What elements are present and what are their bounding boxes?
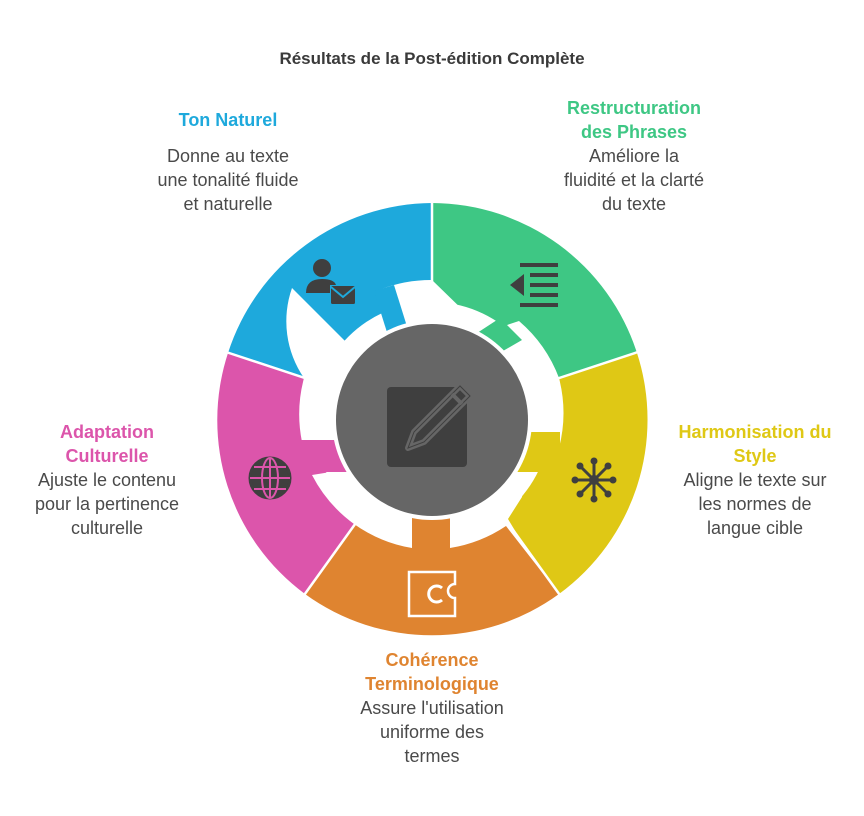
- segment-harmonisation: [508, 353, 648, 594]
- label-adaptation: Adaptation Culturelle Ajuste le contenu …: [12, 420, 202, 540]
- title-restructuration-2: des Phrases: [580, 122, 688, 142]
- desc-adap-1: Ajuste le contenu: [37, 470, 177, 490]
- puzzle-piece-icon: [407, 570, 457, 618]
- desc-res-3: du texte: [601, 194, 667, 214]
- desc-res-2: fluidité et la clarté: [563, 170, 705, 190]
- title-harmonisation-2: Style: [733, 446, 777, 466]
- label-restructuration: Restructuration des Phrases Améliore la …: [534, 96, 734, 216]
- title-coherence-1: Cohérence: [385, 650, 479, 670]
- title-harmonisation-1: Harmonisation du: [678, 422, 832, 442]
- title-coherence-2: Terminologique: [365, 674, 499, 694]
- desc-coh-3: termes: [404, 746, 460, 766]
- desc-ton-1: Donne au texte: [166, 146, 290, 166]
- user-mail-icon: [306, 259, 356, 304]
- segment-coherence: [305, 516, 559, 636]
- network-hub-icon: [571, 457, 617, 503]
- desc-coh-2: uniforme des: [379, 722, 485, 742]
- indent-lines-icon: [510, 263, 558, 307]
- desc-adap-2: pour la pertinence: [34, 494, 180, 514]
- edit-pencil-icon: [387, 383, 473, 467]
- desc-coh-1: Assure l'utilisation: [360, 698, 504, 718]
- desc-res-1: Améliore la: [588, 146, 680, 166]
- desc-ton-3: et naturelle: [183, 194, 273, 214]
- desc-harm-1: Aligne le texte sur: [683, 470, 827, 490]
- desc-harm-3: langue cible: [706, 518, 804, 538]
- diagram-title: Résultats de la Post-édition Complète: [279, 49, 585, 68]
- title-adaptation-2: Culturelle: [65, 446, 149, 466]
- desc-adap-3: culturelle: [70, 518, 144, 538]
- label-harmonisation: Harmonisation du Style Aligne le texte s…: [660, 420, 850, 540]
- desc-harm-2: les normes de: [698, 494, 812, 514]
- title-ton-naturel: Ton Naturel: [178, 110, 278, 130]
- segment-separators: [222, 198, 642, 599]
- title-adaptation-1: Adaptation: [60, 422, 154, 442]
- label-coherence: Cohérence Terminologique Assure l'utilis…: [332, 648, 532, 768]
- title-restructuration-1: Restructuration: [566, 98, 701, 118]
- globe-icon: [248, 456, 292, 500]
- label-ton-naturel: Ton Naturel Donne au texte une tonalité …: [128, 108, 328, 216]
- desc-ton-2: une tonalité fluide: [157, 170, 299, 190]
